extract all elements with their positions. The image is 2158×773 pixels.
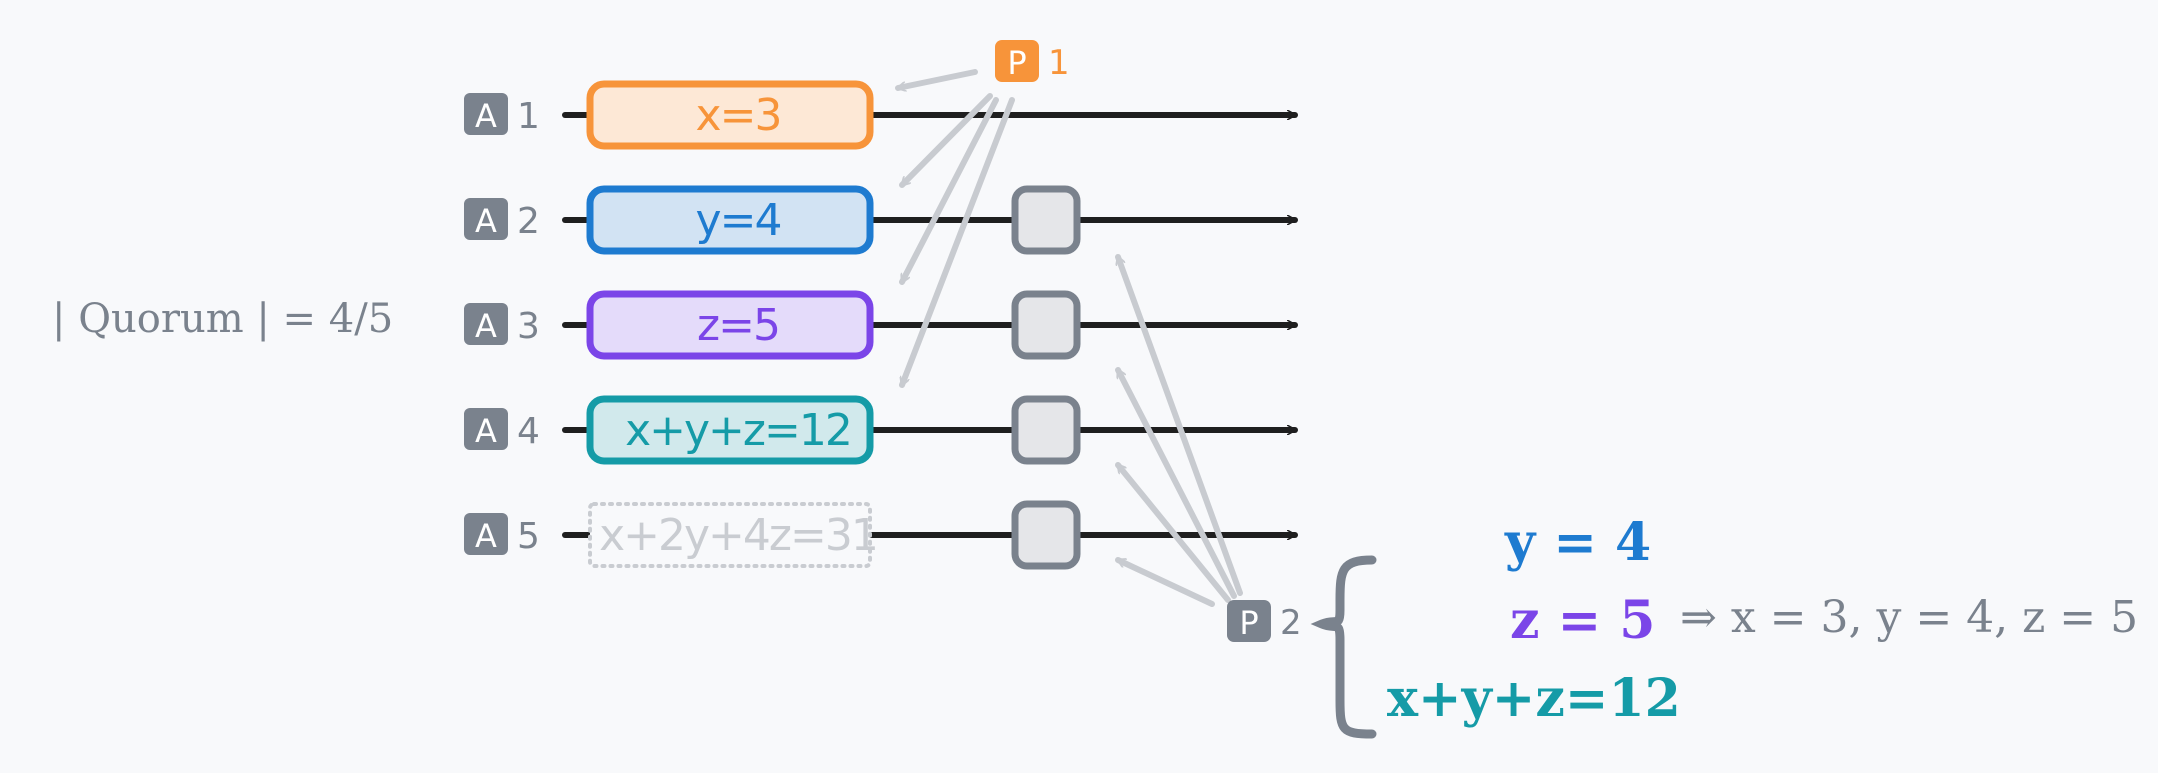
message-arrow-p1-to-a1 [895,69,978,88]
left-brace [1310,555,1377,739]
acceptor-index-2: 2 [517,201,540,242]
message-arrow-p2-to-a3 [1115,367,1237,599]
value-box-4 [586,395,874,465]
quorum-label: | Quorum | = 4/5 [52,296,393,342]
acceptor-index-1: 1 [517,96,540,137]
message-arrow-p2-to-a5 [1115,557,1215,607]
value-box-1 [586,80,874,150]
slot-3 [1011,290,1081,360]
proposer-1-index: 1 [1048,43,1070,83]
acceptor-badge-letter-2: A [475,202,497,240]
message-arrow-p1-to-a4 [899,97,1015,388]
slot-5 [1011,500,1081,570]
acceptor-index-4: 4 [517,411,540,452]
message-arrow-p2-to-a2 [1115,254,1243,596]
value-box-3 [586,290,874,360]
acceptor-index-5: 5 [517,516,540,557]
acceptor-badge-4 [464,408,508,450]
slot-2 [1011,185,1081,255]
proposer-2-index: 2 [1280,603,1302,643]
message-arrows [895,69,1243,607]
acceptor-badge-5 [464,513,508,555]
value-box-2 [586,185,874,255]
equation-2: z = 5 [1510,590,1656,651]
proposer-1: P 1 [995,40,1070,83]
acceptor-badge-2 [464,198,508,240]
value-text-5: x+2y+4z=31 [599,510,877,561]
message-arrow-p1-to-a2 [899,93,993,188]
proposer-2-badge-letter: P [1239,604,1258,642]
acceptor-badge-letter-3: A [475,307,497,345]
result-text: ⇒ x = 3, y = 4, z = 5 [1680,592,2138,643]
value-text-4: x+y+z=12 [625,405,851,456]
acceptor-index-3: 3 [517,306,540,347]
value-text-1: x=3 [696,90,781,141]
equation-3: x+y+z=12 [1387,668,1681,729]
acceptor-badge-3 [464,303,508,345]
equation-1: y = 4 [1504,512,1651,573]
proposer-1-badge [995,40,1039,82]
proposer-1-badge-letter: P [1007,44,1026,82]
message-arrow-p1-to-a3 [899,97,999,285]
proposer-2-badge [1227,600,1271,642]
acceptor-badge-letter-4: A [475,412,497,450]
proposer-2: P 2 [1227,600,1302,643]
value-text-2: y=4 [696,195,781,246]
acceptor-badge-1 [464,93,508,135]
message-arrow-p2-to-a4 [1115,462,1231,603]
value-box-5 [588,502,872,568]
value-text-3: z=5 [697,300,779,351]
slot-4 [1011,395,1081,465]
acceptor-badge-letter-5: A [475,517,497,555]
acceptor-badge-letter-1: A [475,97,497,135]
